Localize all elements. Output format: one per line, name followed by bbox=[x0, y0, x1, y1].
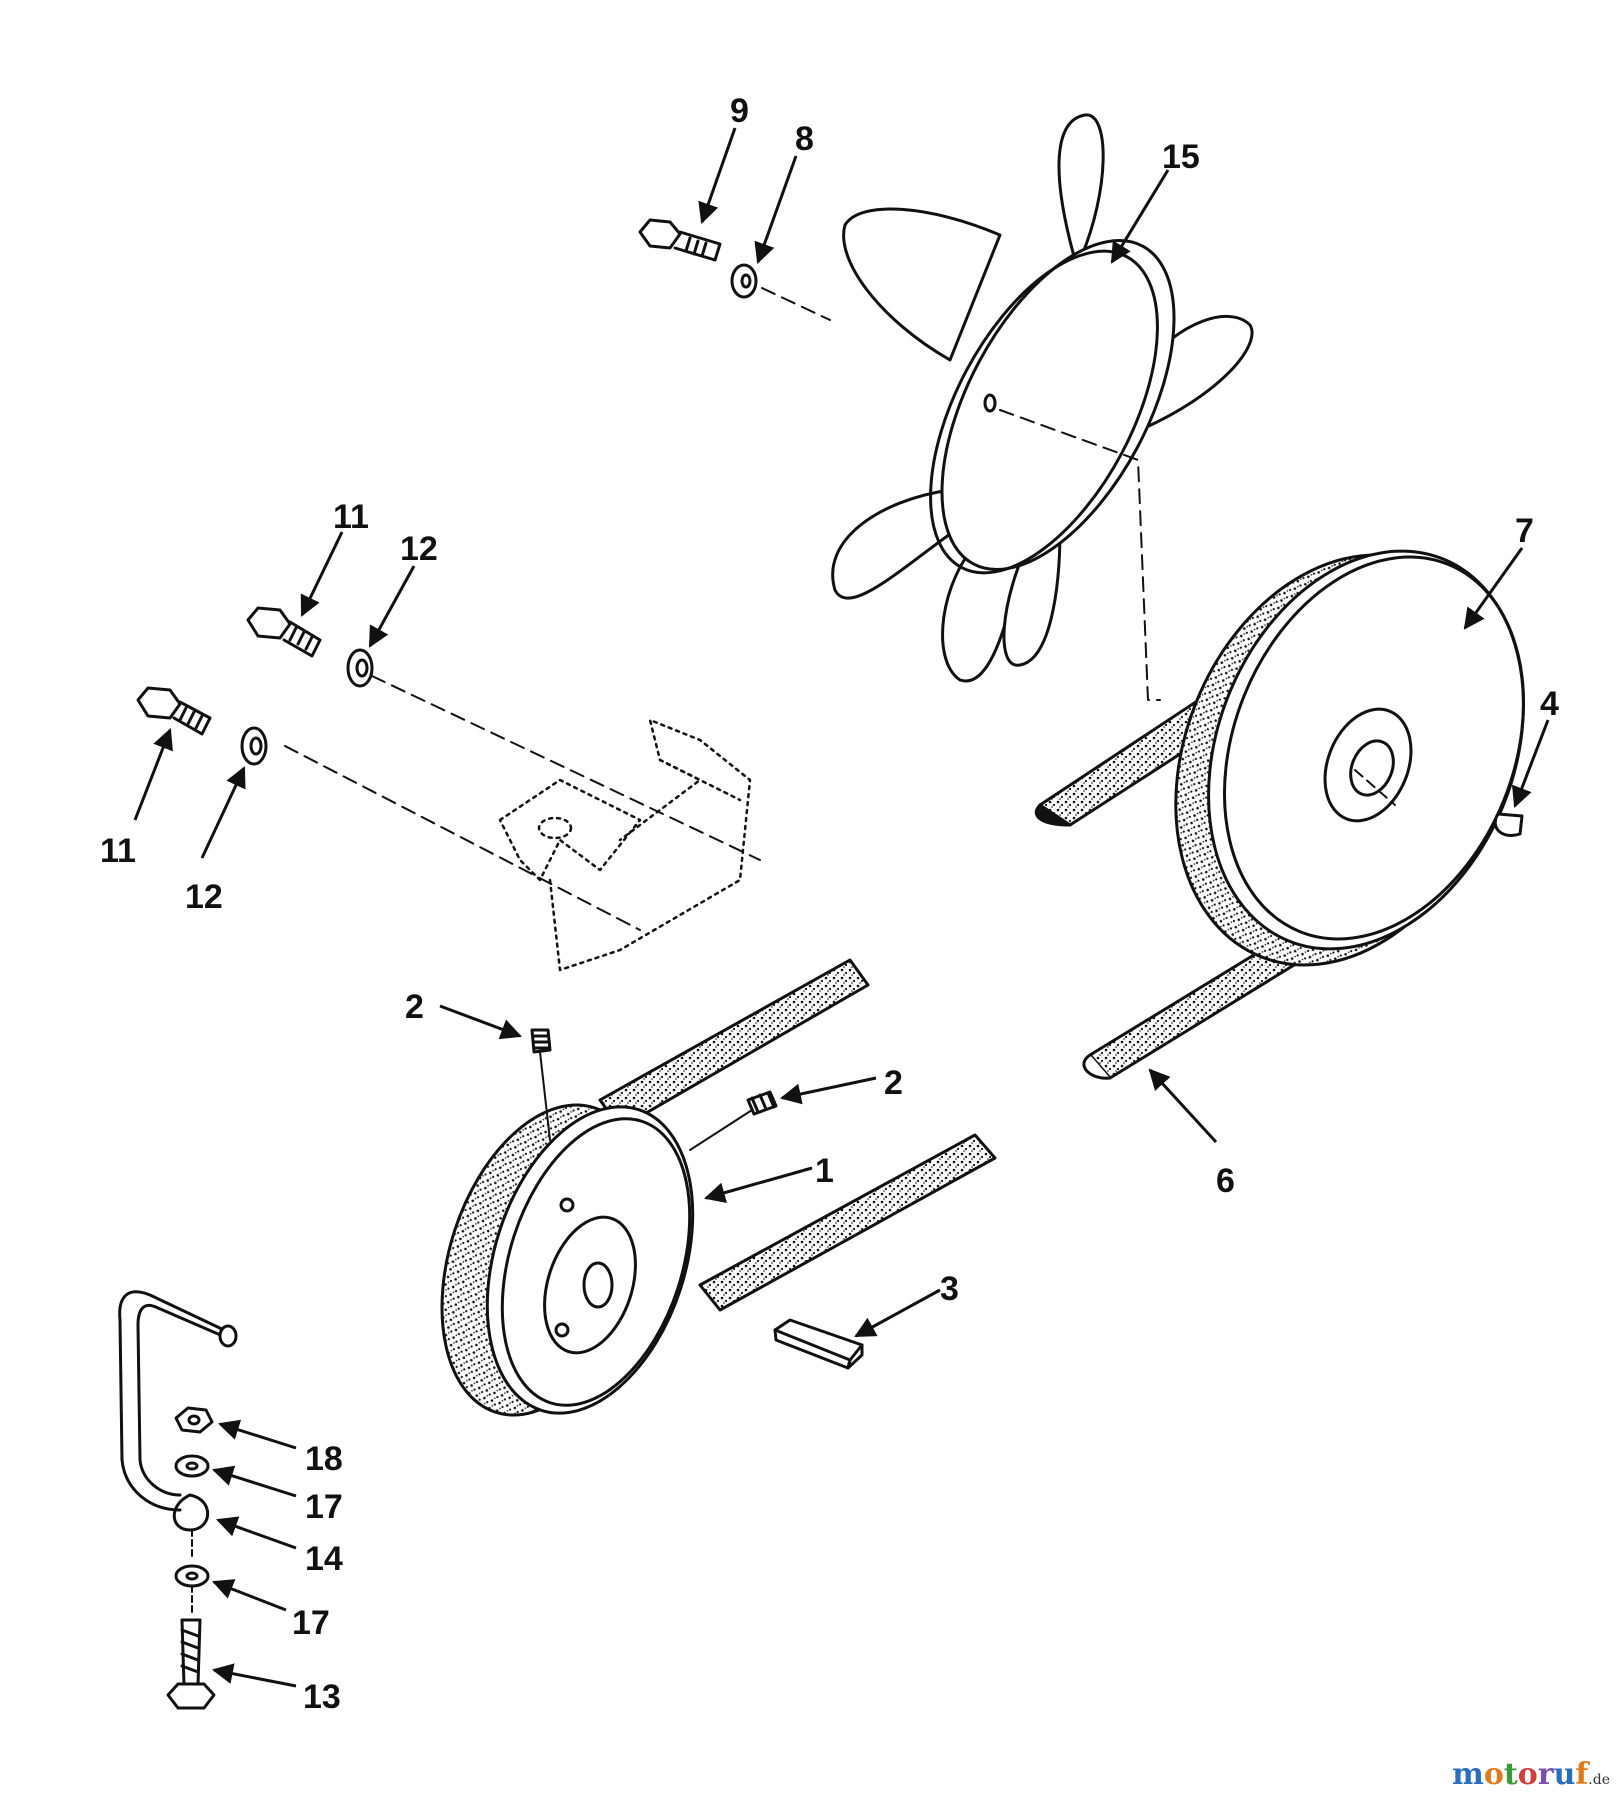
leader-12-upper bbox=[368, 565, 416, 648]
pulley-7 bbox=[1174, 549, 1526, 967]
callout-12-lower: 12 bbox=[185, 878, 223, 916]
leader-2-lower bbox=[779, 1076, 877, 1105]
callout-11-upper: 11 bbox=[333, 498, 369, 536]
wm-letter: t bbox=[1503, 1757, 1518, 1792]
callout-17-lower: 17 bbox=[292, 1604, 330, 1642]
leader-3 bbox=[854, 1288, 941, 1338]
leader-8 bbox=[754, 155, 798, 264]
washer-8 bbox=[730, 263, 758, 299]
leader-17-lower bbox=[212, 1579, 287, 1612]
wm-letter: o bbox=[1517, 1757, 1538, 1792]
callout-17-upper: 17 bbox=[305, 1488, 343, 1526]
bolt-11-lower bbox=[136, 686, 212, 736]
nut-18 bbox=[174, 1406, 214, 1434]
leader-9 bbox=[698, 127, 737, 224]
bolt-13 bbox=[166, 1618, 216, 1710]
bolt-11-upper bbox=[246, 606, 322, 658]
callout-14: 14 bbox=[305, 1540, 343, 1578]
leader-6 bbox=[1148, 1068, 1218, 1144]
bolt-9 bbox=[638, 218, 722, 262]
leader-15 bbox=[1110, 169, 1170, 264]
callout-13: 13 bbox=[303, 1678, 341, 1716]
leader-11-upper bbox=[300, 531, 344, 617]
leader-12-lower bbox=[200, 766, 246, 859]
callout-11-lower: 11 bbox=[100, 832, 136, 870]
leader-1 bbox=[703, 1166, 813, 1203]
washer-17-upper bbox=[174, 1454, 210, 1478]
wm-letter: r bbox=[1537, 1757, 1554, 1792]
callout-2-upper: 2 bbox=[405, 988, 424, 1026]
callout-18: 18 bbox=[305, 1440, 343, 1478]
callout-8: 8 bbox=[795, 120, 814, 158]
washer-12-upper bbox=[346, 648, 374, 688]
handle-14 bbox=[118, 1290, 238, 1532]
callout-1: 1 bbox=[815, 1152, 834, 1190]
leader-4 bbox=[1511, 719, 1550, 808]
pulley-1 bbox=[440, 1103, 695, 1417]
leader-14 bbox=[216, 1516, 297, 1550]
wm-letter: u bbox=[1553, 1757, 1576, 1792]
washer-17-lower bbox=[174, 1564, 210, 1588]
leader-17-upper bbox=[211, 1465, 297, 1498]
key-3 bbox=[773, 1318, 864, 1370]
callout-3: 3 bbox=[940, 1270, 959, 1308]
watermark-logo: motoruf.de bbox=[1452, 1757, 1610, 1792]
wm-letter: f bbox=[1575, 1757, 1589, 1792]
callout-7: 7 bbox=[1515, 512, 1534, 550]
callout-6: 6 bbox=[1216, 1162, 1235, 1200]
bracket bbox=[498, 718, 752, 972]
leader-2-upper bbox=[439, 1004, 522, 1040]
key-4 bbox=[1493, 812, 1524, 837]
leader-18 bbox=[217, 1419, 297, 1450]
belt-lower bbox=[598, 958, 997, 1312]
callout-4: 4 bbox=[1540, 685, 1559, 723]
wm-suffix: .de bbox=[1588, 1772, 1610, 1788]
callout-2-lower: 2 bbox=[884, 1064, 903, 1102]
callout-12-upper: 12 bbox=[400, 530, 438, 568]
callout-9: 9 bbox=[730, 92, 749, 130]
leader-11-lower bbox=[133, 728, 173, 821]
wm-letter: o bbox=[1483, 1757, 1504, 1792]
fan bbox=[831, 113, 1254, 683]
washer-12-lower bbox=[240, 726, 268, 766]
leader-7 bbox=[1463, 547, 1524, 630]
callout-15: 15 bbox=[1162, 138, 1200, 176]
set-screw-2-upper bbox=[530, 1028, 552, 1054]
wm-letter: m bbox=[1452, 1757, 1484, 1792]
leader-13 bbox=[211, 1663, 297, 1688]
